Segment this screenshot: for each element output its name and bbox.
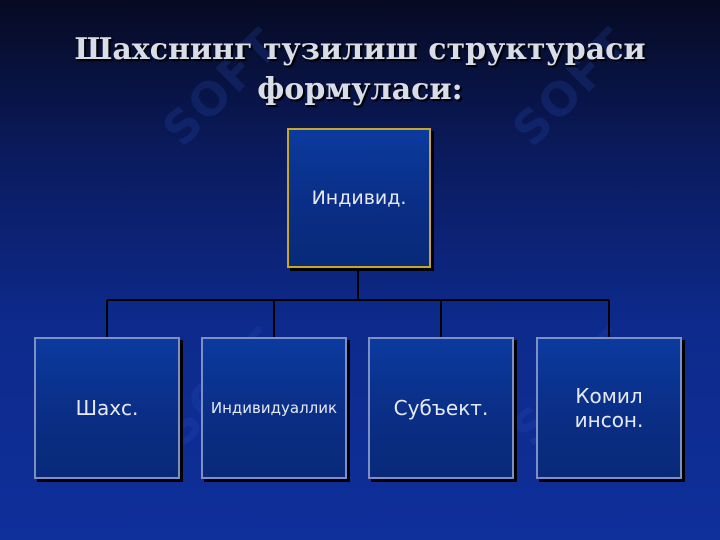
title-line-1: Шахснинг тузилиш структураси [74,32,646,67]
slide-title: Шахснинг тузилиш структураси формуласи: [0,30,720,110]
node-subekt[interactable]: Субъект. [368,337,514,479]
node-komil-inson[interactable]: Комил инсон. [536,337,682,479]
title-line-2: формуласи: [257,72,463,107]
node-label: Индивидуаллик [210,399,338,417]
node-individualik[interactable]: Индивидуаллик [201,337,347,479]
node-shakhs[interactable]: Шахс. [34,337,180,479]
node-label: Субъект. [393,396,489,420]
node-label: Индивид. [311,187,407,209]
node-label: Комил инсон. [574,384,644,432]
node-root-individ[interactable]: Индивид. [287,128,431,268]
node-label: Шахс. [75,396,139,420]
